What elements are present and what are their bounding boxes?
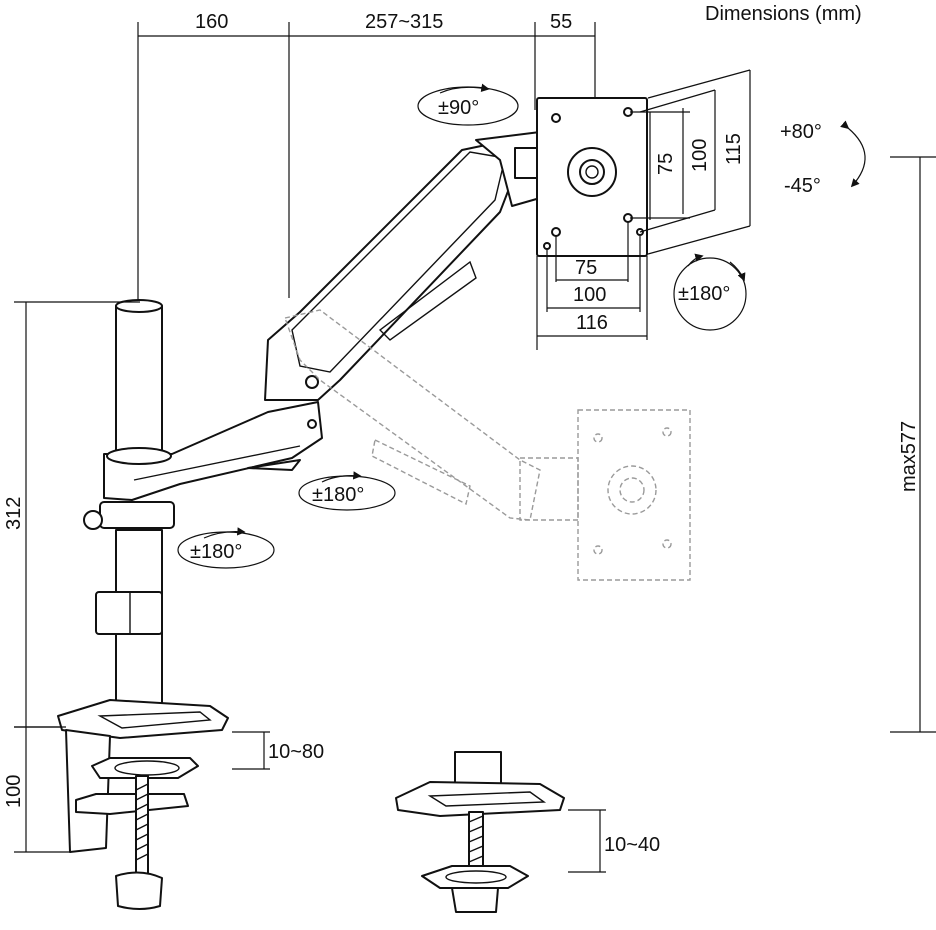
clamp-range-dimension <box>232 731 270 770</box>
grommet-base <box>395 751 565 913</box>
arm-reach-label: 257~315 <box>365 11 443 33</box>
pole-height-label: 312 <box>3 497 25 530</box>
upper-arm <box>264 131 541 401</box>
grommet-range-label: 10~40 <box>604 834 660 856</box>
head-depth-label: 55 <box>550 11 572 33</box>
vesa-height-outer-label: 115 <box>723 133 745 165</box>
swivel-arm-label: ±180° <box>312 484 364 506</box>
swivel-arm-indicator <box>298 471 396 511</box>
top-dimension-line <box>137 22 596 300</box>
clamp-base <box>57 699 229 910</box>
vesa-height-mid-label: 100 <box>689 139 711 172</box>
vesa-width-inner-label: 75 <box>575 257 597 279</box>
clamp-range-label: 10~80 <box>268 741 324 763</box>
swivel-head-label: ±90° <box>438 97 479 119</box>
ghost-arm-position <box>284 309 691 581</box>
lower-arm <box>103 401 323 501</box>
dimensions-title: Dimensions (mm) <box>705 3 862 25</box>
clamp-height-dimension <box>14 726 70 853</box>
clamp-height-label: 100 <box>3 775 25 808</box>
tilt-indicator <box>840 120 866 188</box>
pole <box>83 299 175 713</box>
grommet-range-dimension <box>568 809 606 873</box>
tilt-up-label: +80° <box>780 121 822 143</box>
swivel-base-label: ±180° <box>190 541 242 563</box>
vesa-width-mid-label: 100 <box>573 284 606 306</box>
arm-pole-offset-label: 160 <box>195 11 228 33</box>
vesa-width-dimensions <box>536 222 648 350</box>
vesa-height-inner-label: 75 <box>655 153 677 175</box>
swivel-base-indicator <box>177 527 275 569</box>
max-height-dimension <box>890 156 936 733</box>
rotate-screen-indicator <box>673 253 747 331</box>
vesa-plate <box>536 97 648 257</box>
tilt-down-label: -45° <box>784 175 821 197</box>
vesa-height-dimensions <box>630 69 751 255</box>
vesa-width-outer-label: 116 <box>576 312 608 334</box>
swivel-head-indicator <box>417 83 519 126</box>
rotate-screen-label: ±180° <box>678 283 730 305</box>
max-height-label: max577 <box>898 421 920 492</box>
